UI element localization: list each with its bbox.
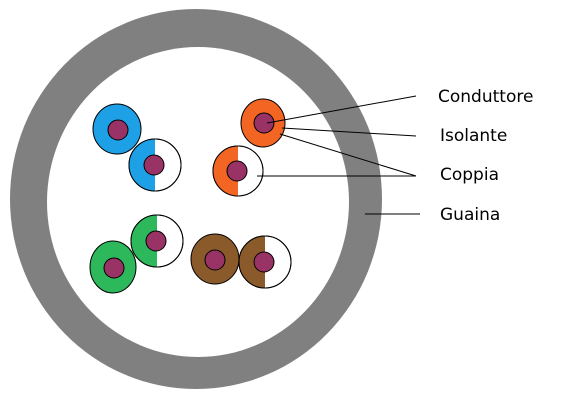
leader-pair-upper: [279, 133, 417, 177]
conductor-core: [253, 251, 275, 273]
label-sheath: Guaina: [440, 205, 500, 225]
conductor-core: [145, 230, 167, 252]
cable-interior: [47, 47, 349, 357]
leader-conductor: [266, 95, 417, 124]
wire-green-striped: [130, 214, 184, 268]
conductor-core: [253, 112, 275, 134]
pair-green: [89, 214, 184, 294]
wire-orange-solid: [240, 98, 286, 148]
wire-blue-solid: [92, 103, 142, 155]
wire-brown-solid: [190, 233, 240, 285]
pair-brown: [190, 233, 292, 289]
conductor-core: [107, 119, 129, 141]
wire-green-solid: [89, 240, 137, 294]
conductor-core: [226, 160, 248, 182]
wire-brown-striped: [238, 235, 292, 289]
pair-blue: [92, 103, 182, 192]
conductor-core: [204, 249, 226, 271]
leader-insulator: [281, 127, 417, 137]
pair-orange: [212, 98, 286, 197]
label-insulator: Isolante: [440, 126, 507, 146]
conductor-core: [103, 257, 125, 279]
conductor-core: [143, 154, 165, 176]
wire-blue-striped: [128, 138, 182, 192]
label-pair: Coppia: [440, 165, 499, 185]
wire-orange-striped: [212, 145, 264, 197]
label-conductor: Conduttore: [438, 87, 533, 107]
